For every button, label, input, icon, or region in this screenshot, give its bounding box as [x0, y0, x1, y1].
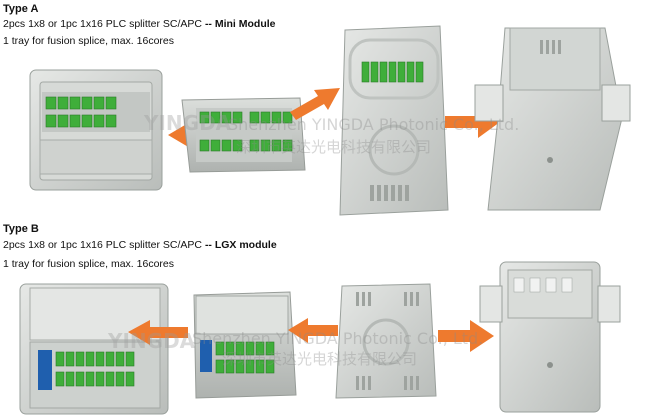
type-a-splice-tray [339, 25, 449, 216]
type-a-splitter-spec: 2pcs 1x8 or 1pc 1x16 PLC splitter SC/APC [3, 18, 205, 30]
type-b-description-line1: 2pcs 1x8 or 1pc 1x16 PLC splitter SC/APC… [3, 239, 277, 252]
arrow-right-icon [438, 320, 494, 352]
watermark-type-a: YINGDA Shenzhen YINGDA Photonic Co., Ltd… [143, 111, 519, 156]
type-a-description-line1: 2pcs 1x8 or 1pc 1x16 PLC splitter SC/APC… [3, 18, 276, 31]
type-b-enclosure-with-module [19, 283, 169, 415]
type-a-module-type: -- Mini Module [204, 18, 276, 30]
type-b-splice-tray [335, 283, 437, 399]
watermark-company-en: Shenzhen YINGDA Photonic Co., Ltd. [228, 115, 519, 134]
type-b-lgx-module [193, 291, 297, 399]
watermark-type-b: YINGDA Shenzhen YINGDA Photonic Co., Ltd… [107, 329, 483, 368]
arrow-down-left-icon [290, 88, 340, 120]
type-b-module-type: -- LGX module [204, 239, 277, 251]
type-a-title: Type A [3, 3, 39, 15]
type-a-empty-enclosure [474, 27, 631, 211]
watermark-company-cn: 深圳市英达光电科技有限公司 [236, 138, 431, 156]
type-b-empty-enclosure [479, 261, 621, 413]
type-a-enclosure-with-module [29, 69, 163, 191]
type-b-title: Type B [3, 223, 39, 235]
watermark-company-en: Shenzhen YINGDA Photonic Co., Ltd. [192, 329, 483, 348]
type-a-description-line2: 1 tray for fusion splice, max. 16cores [3, 35, 174, 47]
type-b-splitter-spec: 2pcs 1x8 or 1pc 1x16 PLC splitter SC/APC [3, 239, 205, 251]
type-a-mini-module [181, 97, 306, 173]
watermark-brand: YINGDA [107, 329, 196, 353]
arrow-left-icon [288, 318, 338, 343]
watermark-company-cn: 深圳市英达光电科技有限公司 [222, 350, 417, 368]
arrow-left-icon [128, 320, 188, 345]
type-b-description-line2: 1 tray for fusion splice, max. 16cores [3, 258, 174, 270]
watermark-brand: YINGDA [143, 111, 232, 135]
